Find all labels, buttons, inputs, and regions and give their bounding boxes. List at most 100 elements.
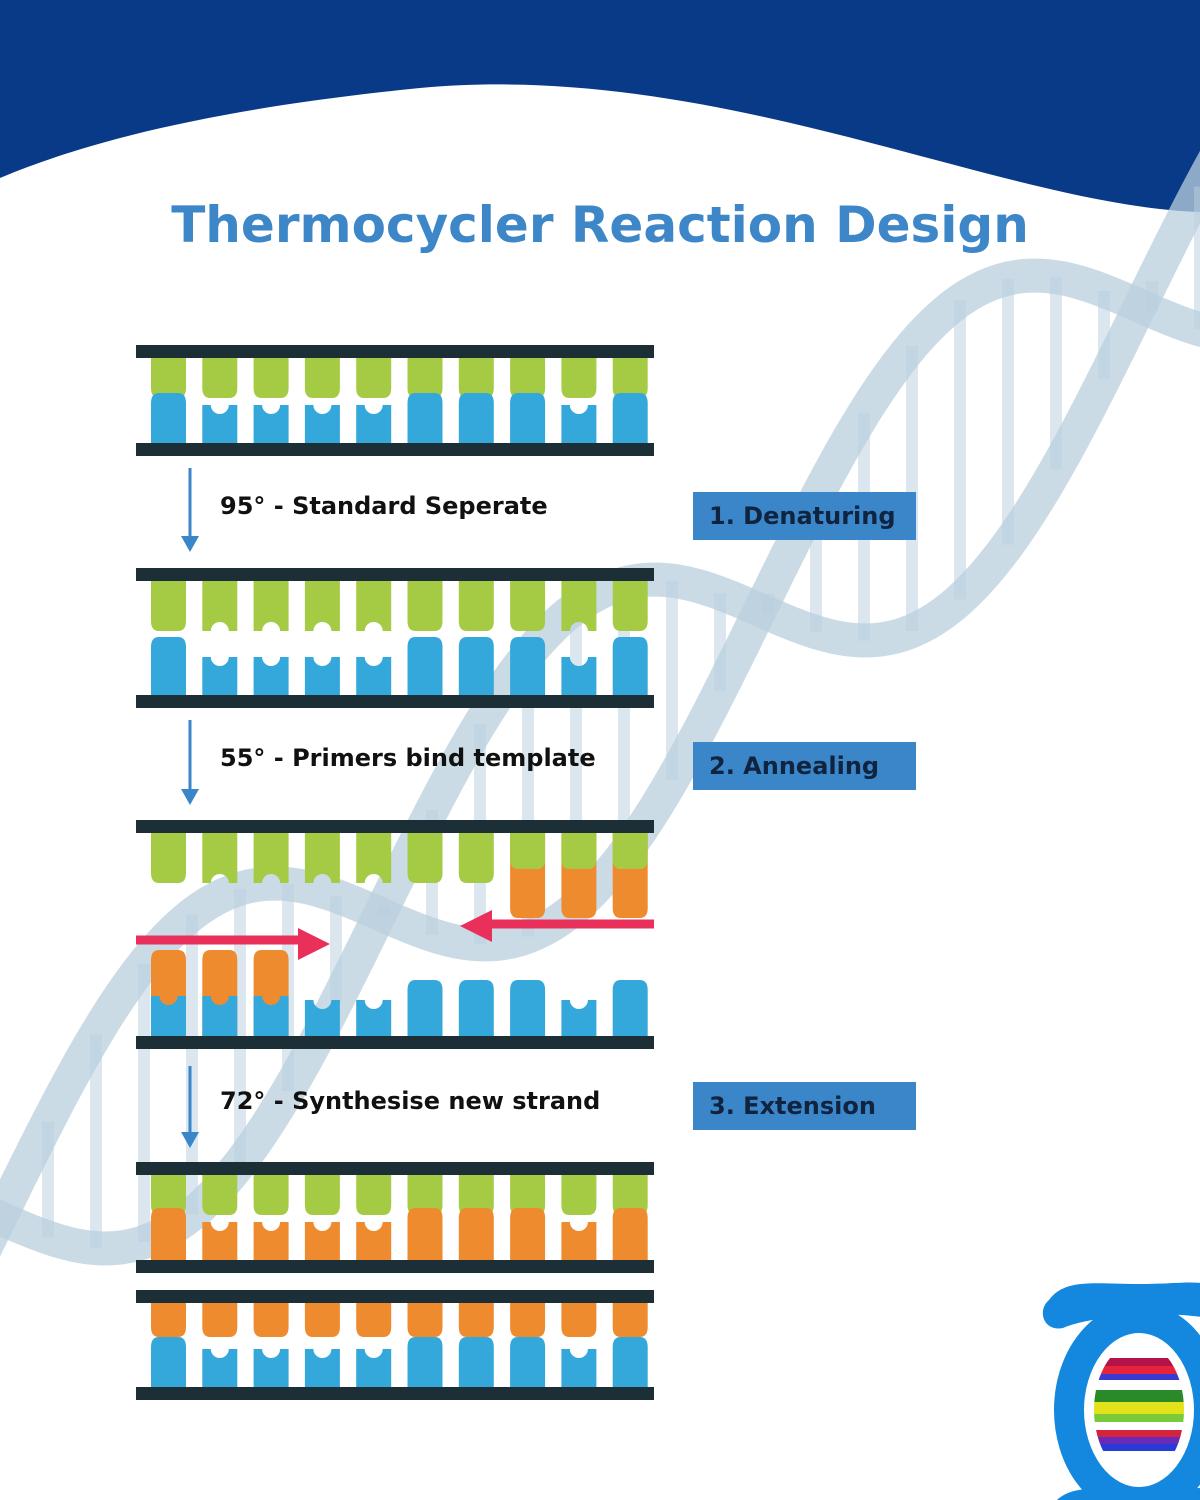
nucleotide-base [151,393,186,443]
nucleotide-base [612,358,648,398]
dna-lab-logo-icon [1042,1282,1200,1500]
nucleotide-base [356,405,392,443]
nucleotide-base [407,393,443,443]
nucleotide-base [458,1175,494,1215]
nucleotide-base [304,1000,340,1036]
backbone-rail [136,1036,654,1049]
nucleotide-base [253,358,289,398]
backbone-rail [136,568,654,581]
nucleotide-base [356,358,392,398]
header-wave [0,0,1200,212]
nucleotide-base [202,1303,238,1337]
nucleotide-base [458,980,494,1036]
nucleotide-base [458,393,494,443]
nucleotide-base [304,1349,340,1387]
nucleotide-base [458,581,494,631]
nucleotide-base [151,1175,186,1215]
nucleotide-base [304,833,340,883]
logo-spectrum-bands [1094,1348,1184,1468]
nucleotide-base [253,1222,289,1260]
nucleotide-base [151,581,186,631]
nucleotide-base [253,405,289,443]
nucleotide-base [407,833,443,883]
nucleotide-base [510,637,546,695]
annealing-step-label: 2. Annealing [693,742,916,790]
nucleotide-base [151,637,186,695]
nucleotide-base [356,581,392,631]
nucleotide-base [304,405,340,443]
nucleotide-base [510,358,546,398]
backbone-rail [136,1290,654,1303]
page-title: Thermocycler Reaction Design [171,196,1029,254]
nucleotide-base [253,657,289,695]
nucleotide-base [407,1303,443,1337]
nucleotide-base [561,1349,597,1387]
nucleotide-base [253,833,289,883]
nucleotide-base [356,1222,392,1260]
extension-condition-text: 72° - Synthesise new strand [220,1087,601,1115]
nucleotide-base [202,1222,238,1260]
backbone-rail [136,820,654,833]
nucleotide-base [202,833,238,883]
nucleotide-base [407,581,443,631]
backbone-rail [136,1387,654,1400]
nucleotide-base [510,393,546,443]
nucleotide-base [304,1175,340,1215]
denaturing-condition-text: 95° - Standard Seperate [220,492,548,520]
nucleotide-base [202,1175,238,1215]
nucleotide-base [202,657,238,695]
nucleotide-base [458,637,494,695]
nucleotide-base [510,1303,546,1337]
flow-arrowhead [181,789,199,805]
nucleotide-base [407,1337,443,1387]
nucleotide-base [458,1303,494,1337]
nucleotide-base [151,996,186,1036]
nucleotide-base [151,358,186,398]
nucleotide-base [202,996,238,1036]
nucleotide-base [407,637,443,695]
nucleotide-base [151,1303,186,1337]
flow-arrowhead [181,536,199,552]
backbone-rail [136,1260,654,1273]
nucleotide-base [561,1303,597,1337]
extension-step-label: 3. Extension [693,1082,916,1130]
nucleotide-base [612,1175,648,1215]
nucleotide-base [561,405,597,443]
nucleotide-base [304,1303,340,1337]
nucleotide-base [612,637,648,695]
nucleotide-base [407,1175,443,1215]
nucleotide-base [151,1208,186,1260]
nucleotide-base [458,358,494,398]
nucleotide-base [151,833,186,883]
nucleotide-base [304,581,340,631]
nucleotide-base [407,980,443,1036]
nucleotide-base [510,581,546,631]
nucleotide-base [612,1208,648,1260]
nucleotide-base [356,1000,392,1036]
nucleotide-base [612,980,648,1036]
nucleotide-base [612,393,648,443]
nucleotide-base [253,1303,289,1337]
nucleotide-base [202,1349,238,1387]
nucleotide-base [510,1337,546,1387]
nucleotide-base [458,1337,494,1387]
nucleotide-base [253,581,289,631]
backbone-rail [136,443,654,456]
nucleotide-base [458,1208,494,1260]
flow-arrowhead [181,1132,199,1148]
backbone-rail [136,1162,654,1175]
denaturing-step-label: 1. Denaturing [693,492,916,540]
nucleotide-base [356,833,392,883]
nucleotide-base [561,581,597,631]
nucleotide-base [151,1337,186,1387]
nucleotide-base [612,581,648,631]
nucleotide-base [561,1175,597,1215]
nucleotide-base [253,996,289,1036]
nucleotide-base [561,1000,597,1036]
helix-strand [0,258,1200,1257]
nucleotide-base [356,1303,392,1337]
nucleotide-base [356,1349,392,1387]
nucleotide-base [202,358,238,398]
